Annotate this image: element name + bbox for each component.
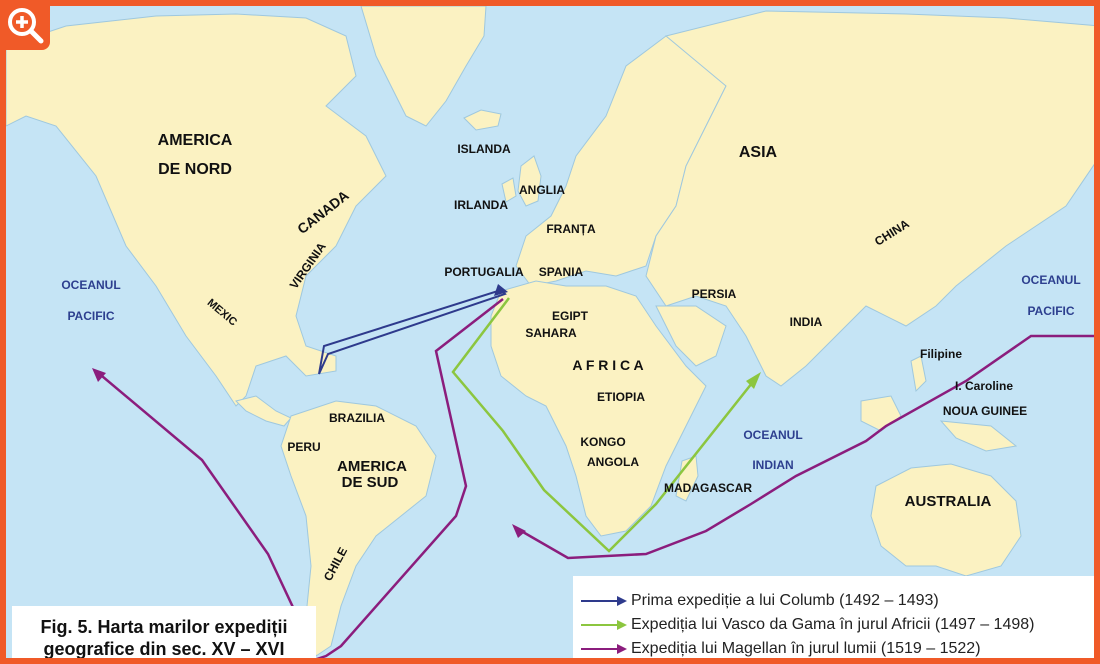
label-asia: ASIA: [739, 144, 778, 161]
label-india: INDIA: [790, 315, 823, 329]
route-magellan-arrowhead-west: [92, 368, 106, 382]
label-north-america-1: AMERICA: [158, 132, 233, 149]
landmass-south-america: [280, 400, 437, 657]
route-magellan-arrowhead-atlantic: [512, 524, 526, 538]
ocean-pacific-west-2: PACIFIC: [67, 309, 114, 323]
caption-line-1: Fig. 5. Harta marilor expediții: [40, 617, 288, 637]
legend-label-columbus: Prima expediție a lui Columb (1492 – 149…: [631, 592, 939, 609]
zoom-in-icon: [8, 8, 44, 44]
landmass-philippines: [910, 355, 927, 393]
label-peru: PERU: [287, 440, 320, 454]
legend-label-vasco-da-gama: Expediția lui Vasco da Gama în jurul Afr…: [631, 616, 1035, 633]
landmass-north-america: [6, 13, 387, 407]
label-brazilia: BRAZILIA: [329, 411, 385, 425]
arrow-icon: [581, 620, 627, 630]
landmass-greenland: [360, 6, 487, 127]
ocean-pacific-east-2: PACIFIC: [1027, 304, 1074, 318]
caption-line-2: geografice din sec. XV – XVI: [43, 639, 285, 659]
label-south-america-2: DE SUD: [342, 474, 399, 491]
figure-caption: Fig. 5. Harta marilor expediții geografi…: [12, 606, 316, 659]
ocean-indian-2: INDIAN: [752, 458, 793, 472]
ocean-pacific-west-1: OCEANUL: [61, 278, 120, 292]
label-irlanda: IRLANDA: [454, 198, 508, 212]
landmass-arabia: [655, 305, 727, 367]
landmass-africa: [490, 280, 707, 537]
label-spania: SPANIA: [539, 265, 584, 279]
landmass-central-america: [235, 395, 292, 427]
arrow-icon: [581, 596, 627, 606]
label-australia: AUSTRALIA: [905, 493, 992, 510]
label-angola: ANGOLA: [587, 455, 639, 469]
route-vasco-da-gama-arrowhead: [746, 372, 761, 389]
label-kongo: KONGO: [580, 435, 625, 449]
landmass-asia: [645, 10, 1094, 387]
label-caroline: I. Caroline: [955, 379, 1013, 393]
landmass-ireland: [501, 177, 517, 203]
ocean-indian-1: OCEANUL: [743, 428, 802, 442]
landmass-new-guinea: [939, 420, 1018, 452]
label-filipine: Filipine: [920, 347, 962, 361]
legend-item-columbus: Prima expediție a lui Columb (1492 – 149…: [581, 590, 939, 612]
label-south-america-1: AMERICA: [337, 458, 407, 475]
ocean-pacific-east-1: OCEANUL: [1021, 273, 1080, 287]
legend-item-vasco-da-gama: Expediția lui Vasco da Gama în jurul Afr…: [581, 614, 1034, 636]
legend-label-magellan: Expediția lui Magellan în jurul lumii (1…: [631, 640, 981, 657]
landmass-great-britain: [517, 155, 542, 207]
arrow-icon: [581, 644, 627, 654]
label-franta: FRANȚA: [546, 222, 596, 236]
world-map: AMERICA DE NORD CANADA VIRGINIA MEXIC BR…: [6, 6, 1094, 658]
legend-item-magellan: Expediția lui Magellan în jurul lumii (1…: [581, 638, 981, 658]
label-persia: PERSIA: [692, 287, 737, 301]
label-etiopia: ETIOPIA: [597, 390, 645, 404]
route-vasco-da-gama: [451, 297, 757, 553]
label-egipt: EGIPT: [552, 309, 589, 323]
route-magellan: [515, 334, 1094, 560]
landmass-iceland: [463, 109, 502, 131]
label-africa: A F R I C A: [572, 357, 643, 373]
label-north-america-2: DE NORD: [158, 161, 232, 178]
route-magellan-atlantic: [95, 298, 504, 658]
label-sahara: SAHARA: [525, 326, 577, 340]
label-islanda: ISLANDA: [457, 142, 511, 156]
route-columbus-arrowhead: [494, 284, 508, 296]
zoom-in-button[interactable]: [0, 0, 50, 50]
label-anglia: ANGLIA: [519, 183, 565, 197]
map-legend: Prima expediție a lui Columb (1492 – 149…: [573, 576, 1094, 658]
label-madagascar: MADAGASCAR: [664, 481, 752, 495]
landmass-australia: [870, 463, 1022, 577]
label-portugalia: PORTUGALIA: [444, 265, 524, 279]
label-noua-guinee: NOUA GUINEE: [943, 404, 1027, 418]
